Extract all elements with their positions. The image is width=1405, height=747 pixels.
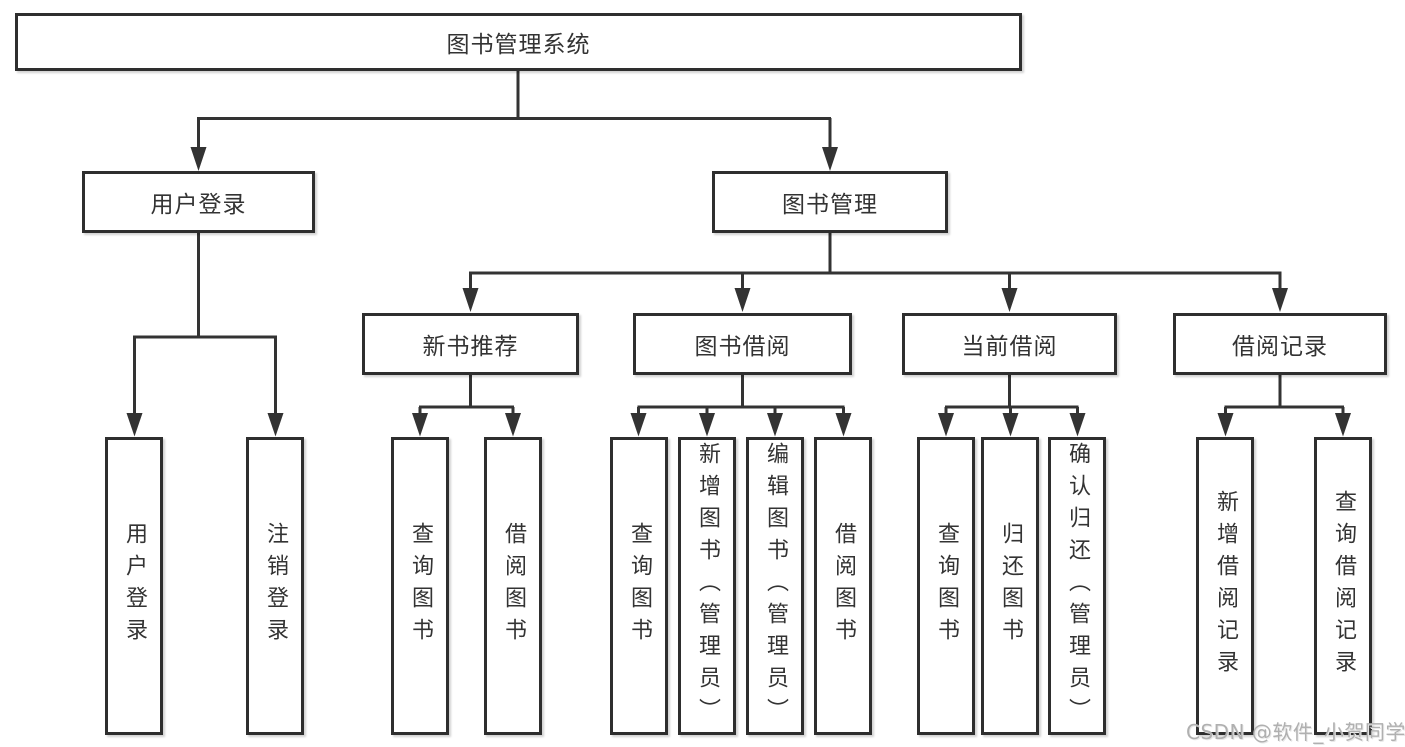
arrowhead-down <box>1272 288 1288 312</box>
node-library-system: 图书管理系统 <box>15 13 1022 71</box>
leaf-logout: 注销登录 <box>246 437 304 735</box>
arrowhead-down <box>412 413 428 437</box>
arrowhead-down <box>126 413 143 437</box>
arrowhead-down <box>835 413 852 437</box>
arrowhead-down <box>822 147 838 171</box>
node-new-book-recommend: 新书推荐 <box>362 313 579 375</box>
node-book-management: 图书管理 <box>712 171 948 233</box>
arrowhead-down <box>699 413 715 437</box>
arrowhead-down <box>767 413 783 437</box>
leaf-newbooks-borrow-books: 借阅图书 <box>484 437 542 735</box>
leaf-borrow-query-books: 查询图书 <box>610 437 668 735</box>
node-book-borrow: 图书借阅 <box>633 313 852 375</box>
node-user-login: 用户登录 <box>82 171 315 233</box>
leaf-current-query-books: 查询图书 <box>917 437 975 735</box>
leaf-newbooks-query-books: 查询图书 <box>391 437 449 735</box>
arrowhead-down <box>1001 288 1018 312</box>
arrowhead-down <box>267 413 284 437</box>
arrowhead-down <box>1335 413 1351 437</box>
leaf-records-add-record: 新增借阅记录 <box>1196 437 1254 735</box>
arrowhead-down <box>1217 413 1234 437</box>
leaf-user-login: 用户登录 <box>105 437 163 735</box>
arrowhead-down <box>1069 413 1086 437</box>
node-current-borrow: 当前借阅 <box>902 313 1117 375</box>
arrowhead-down <box>734 288 751 312</box>
arrowhead-down <box>505 413 521 437</box>
leaf-borrow-add-books-admin: 新增图书（管理员） <box>678 437 736 735</box>
csdn-watermark: CSDN @软件_小贺同学 <box>1186 720 1405 744</box>
leaf-current-return-books: 归还图书 <box>981 437 1039 735</box>
node-borrow-records: 借阅记录 <box>1173 313 1387 375</box>
leaf-current-confirm-return-admin: 确认归还（管理员） <box>1048 437 1106 735</box>
arrowhead-down <box>462 288 479 312</box>
arrowhead-down <box>1002 413 1019 437</box>
leaf-records-query-record: 查询借阅记录 <box>1314 437 1372 735</box>
arrowhead-down <box>630 413 647 437</box>
arrowhead-down <box>190 147 207 171</box>
leaf-borrow-edit-books-admin: 编辑图书（管理员） <box>746 437 804 735</box>
leaf-borrow-borrow-books: 借阅图书 <box>814 437 872 735</box>
arrowhead-group <box>126 147 1351 437</box>
arrowhead-down <box>938 413 954 437</box>
